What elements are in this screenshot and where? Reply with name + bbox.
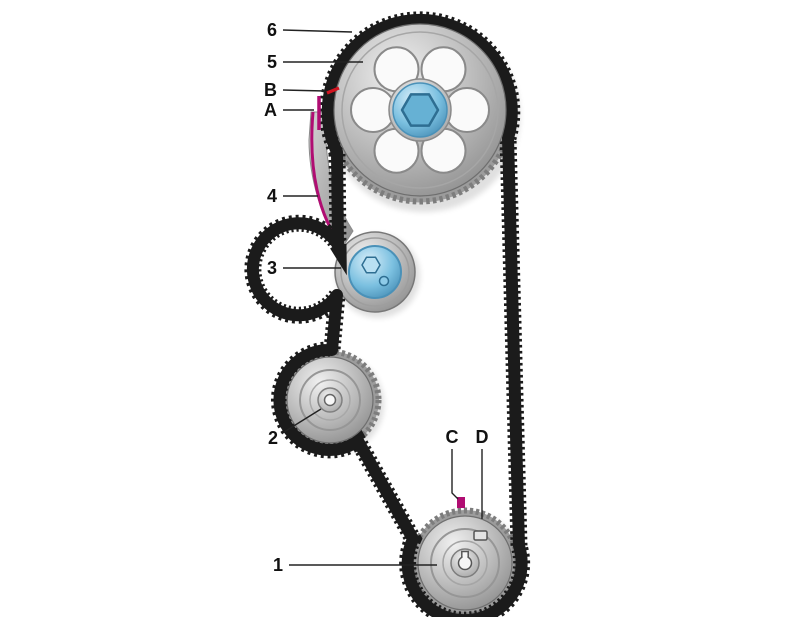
callout-D: D [476, 427, 489, 519]
leader-line-6 [282, 29, 353, 33]
face-ring [442, 540, 488, 586]
face-ring [341, 31, 499, 189]
callouts: 6 5 B A 4 3 2 1 [264, 20, 489, 575]
timing-notch [473, 530, 488, 541]
callout-label-C: C [446, 427, 459, 447]
leader-line-2 [283, 408, 322, 433]
center-hole [323, 393, 337, 407]
leader-line-C [451, 449, 459, 500]
mark-C-block [457, 497, 465, 508]
callout-6: 6 [267, 20, 353, 40]
idler-sprocket [286, 356, 374, 444]
callout-B: B [264, 80, 326, 100]
face-ring [299, 369, 361, 431]
face-ring [309, 379, 351, 421]
tensioner-pin [378, 275, 390, 287]
mark-B-red-tick [326, 86, 340, 95]
callout-4: 4 [267, 186, 318, 206]
callout-label-1: 1 [273, 555, 283, 575]
tensioner-hex-bolt [361, 256, 381, 274]
callout-label-3: 3 [267, 258, 277, 278]
callout-5: 5 [267, 52, 363, 72]
callout-label-D: D [476, 427, 489, 447]
timing-marks [317, 86, 465, 508]
callout-label-B: B [264, 80, 277, 100]
callout-label-6: 6 [267, 20, 277, 40]
callout-A: A [264, 100, 314, 120]
callout-label-A: A [264, 100, 277, 120]
camshaft-sprocket [333, 23, 507, 197]
callout-label-5: 5 [267, 52, 277, 72]
face-ring [430, 528, 500, 598]
camshaft-hex-bolt [400, 93, 440, 127]
callout-C: C [446, 427, 459, 500]
callout-3: 3 [267, 258, 341, 278]
tensioner-ring [340, 237, 410, 307]
callout-2: 2 [268, 408, 322, 448]
tensioner-pulley [348, 245, 402, 299]
leader-line-B [282, 89, 326, 92]
callout-label-2: 2 [268, 428, 278, 448]
keyway-join [462, 555, 468, 560]
crankshaft-sprocket [417, 515, 513, 611]
callout-label-4: 4 [267, 186, 277, 206]
callout-1: 1 [273, 555, 437, 575]
